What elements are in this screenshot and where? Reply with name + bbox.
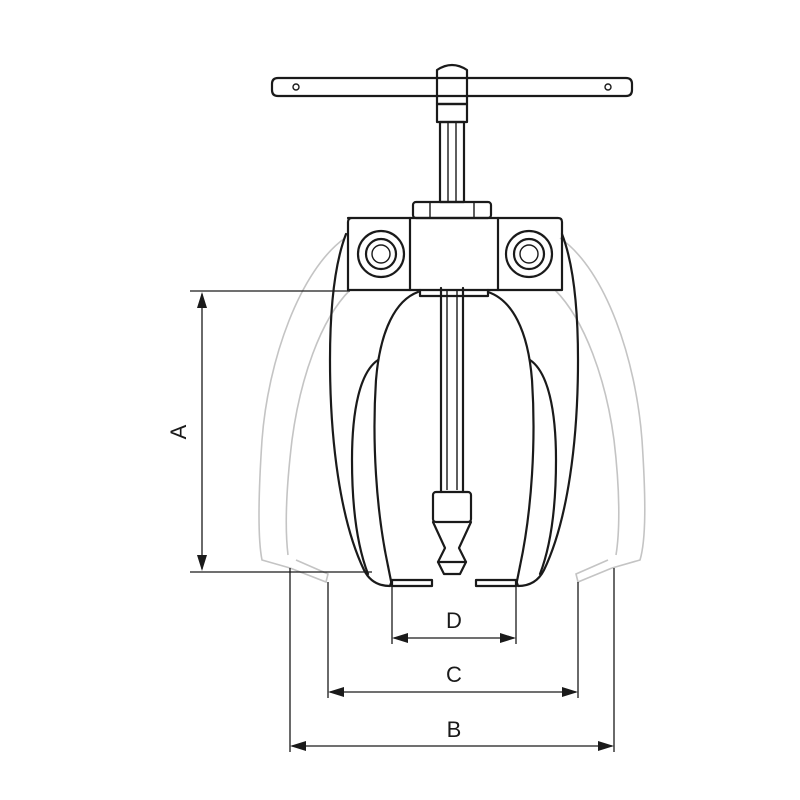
dimension-b-label: B: [447, 717, 462, 742]
dimension-b: B: [290, 717, 614, 751]
dimension-d-label: D: [446, 608, 462, 633]
left-arm: [328, 232, 420, 588]
dimension-a: A: [166, 292, 207, 571]
extension-lines: [190, 290, 615, 752]
spindle: [411, 102, 493, 524]
jaw-tips: [390, 520, 518, 588]
yoke: [346, 216, 564, 298]
right-arm: [486, 232, 580, 588]
dimension-d: D: [392, 608, 516, 643]
t-handle: [270, 63, 634, 106]
dimension-a-label: A: [166, 424, 191, 439]
open-arm-outline-right: [554, 237, 646, 584]
open-arm-outline-left: [258, 237, 351, 584]
pivot-bolt-right: [504, 229, 554, 279]
dimension-c-label: C: [446, 662, 462, 687]
pivot-bolt-left: [356, 229, 406, 279]
dimension-c: C: [328, 662, 578, 697]
